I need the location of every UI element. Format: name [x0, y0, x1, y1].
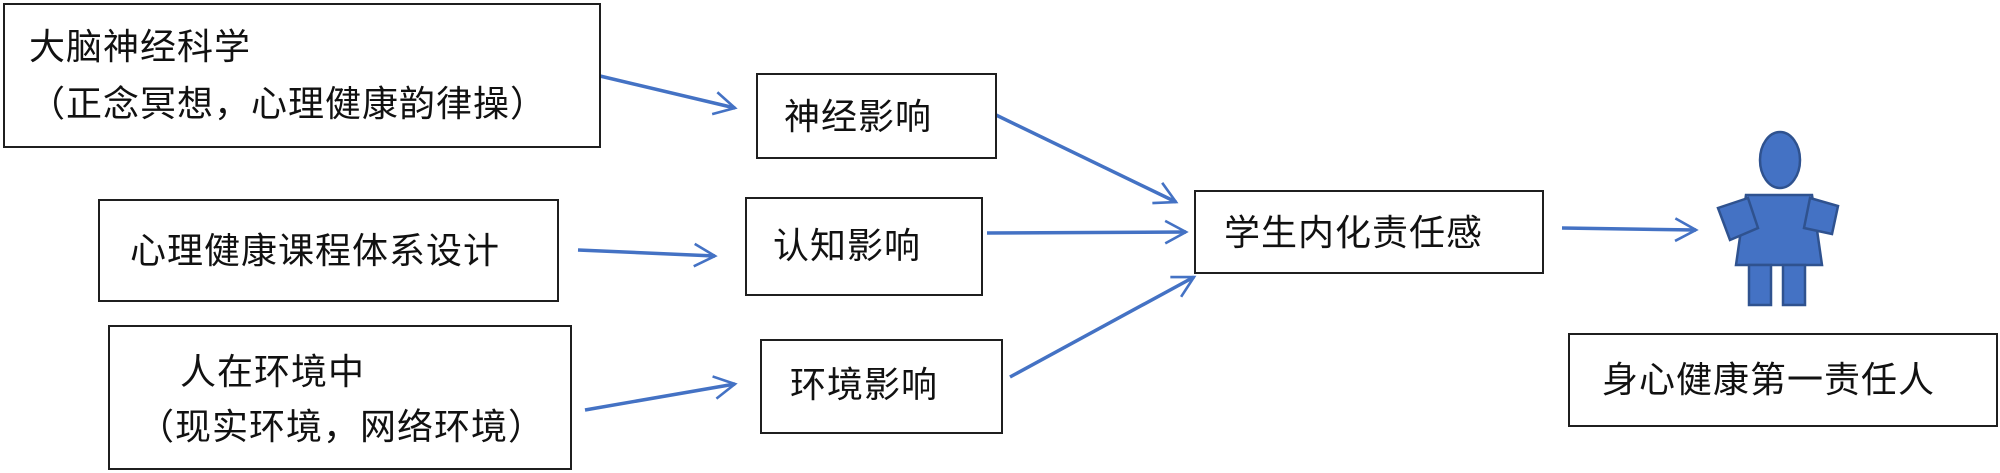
- environment-box: 人在环境中 （现实环境，网络环境）: [108, 325, 572, 470]
- arrow-neural-to-center: [995, 113, 1179, 205]
- primary-responsible-person-box: 身心健康第一责任人: [1568, 333, 1998, 427]
- primary-responsible-person-label: 身心健康第一责任人: [1602, 360, 1936, 401]
- brain-science-title: 大脑神经科学: [29, 27, 252, 68]
- arrow-environment-to-environmental: [584, 375, 738, 412]
- cognitive-influence-label: 认知影响: [773, 226, 922, 267]
- course-system-box: 心理健康课程体系设计: [98, 199, 559, 302]
- person-figure-icon: [1716, 130, 1840, 307]
- neural-influence-label: 神经影响: [784, 97, 933, 138]
- arrow-cognitive-to-center: [986, 219, 1189, 245]
- internalized-responsibility-label: 学生内化责任感: [1224, 213, 1484, 254]
- arrow-brain-to-neural: [599, 74, 738, 116]
- arrow-environmental-to-center: [1009, 275, 1197, 379]
- environment-detail: （现实环境，网络环境）: [138, 407, 546, 448]
- arrow-center-to-result: [1561, 217, 1699, 243]
- environment-title: 人在环境中: [180, 352, 366, 393]
- neural-influence-box: 神经影响: [756, 73, 997, 159]
- course-system-title: 心理健康课程体系设计: [130, 231, 501, 272]
- environmental-influence-box: 环境影响: [760, 339, 1003, 434]
- internalized-responsibility-box: 学生内化责任感: [1194, 190, 1544, 274]
- cognitive-influence-box: 认知影响: [745, 197, 983, 296]
- environmental-influence-label: 环境影响: [790, 365, 939, 406]
- brain-science-detail: （正念冥想，心理健康韵律操）: [29, 84, 548, 125]
- brain-science-box: 大脑神经科学 （正念冥想，心理健康韵律操）: [3, 3, 601, 148]
- arrow-course-to-cognitive: [577, 242, 718, 268]
